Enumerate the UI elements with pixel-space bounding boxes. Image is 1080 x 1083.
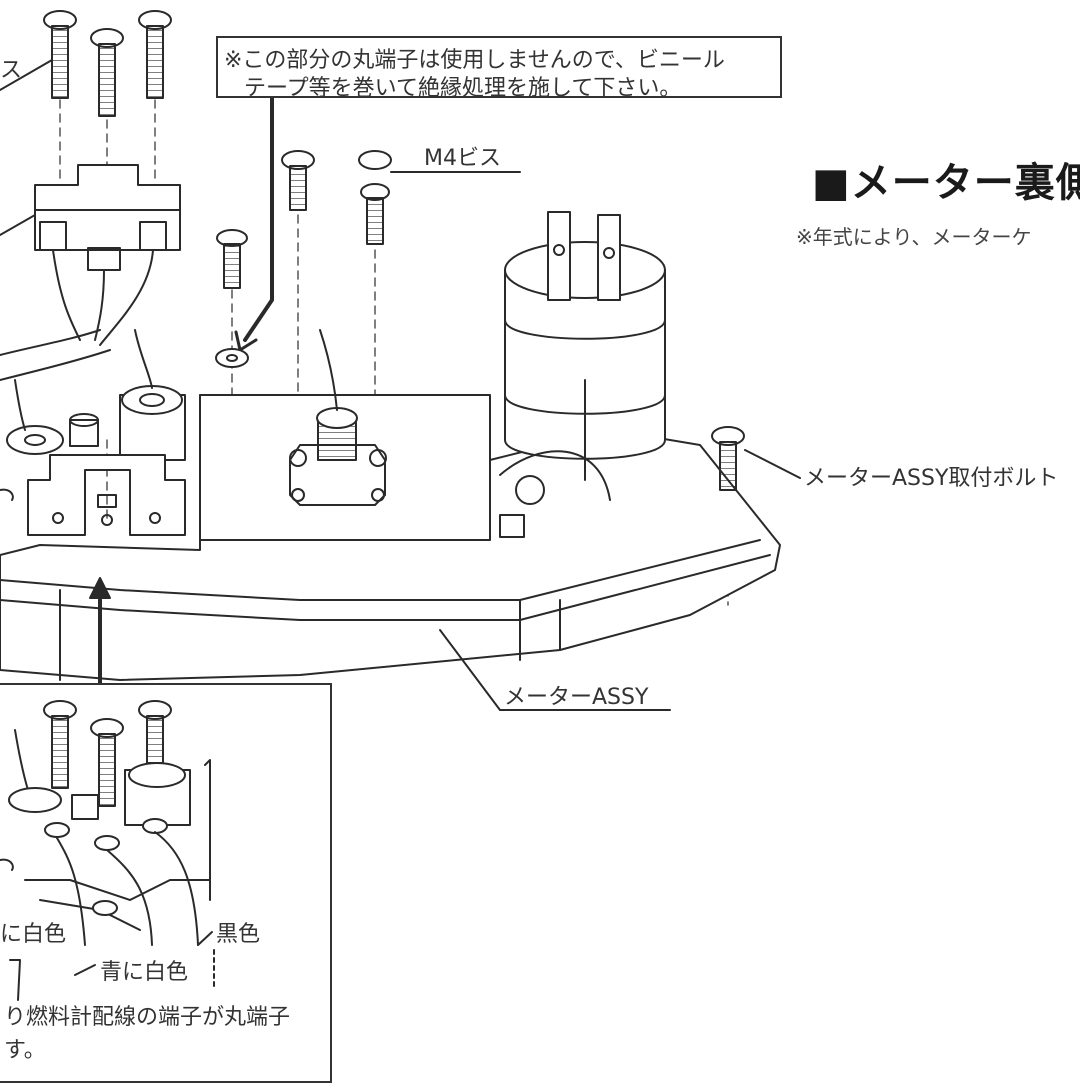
bracket-bolt (711, 426, 745, 491)
screw-label-fragment: ス (0, 58, 23, 83)
cylinder-unit (504, 211, 666, 481)
screw-top-1 (43, 10, 77, 99)
insulation-note-line-1: ※この部分の丸端子は使用しませんので、ビニール (224, 48, 725, 73)
connector-block (0, 164, 181, 271)
m4-screw-2 (358, 150, 392, 245)
m4-screw-1 (281, 150, 315, 211)
meter-assy-label: メーターASSY (504, 685, 649, 710)
bracket-bolt-label: メーターASSY取付ボルト (804, 466, 1059, 491)
m4-screw-label: M4ビス (424, 146, 501, 171)
insulation-note-line-2: テープ等を巻いて絶縁処理を施して下さい。 (244, 76, 682, 101)
screw-top-3 (138, 10, 172, 99)
wire-label-black: 黒色 (216, 922, 261, 948)
inset-note-line-2: す。 (4, 1038, 46, 1064)
screw-top-2 (90, 28, 124, 117)
gauge-boss (289, 329, 387, 506)
small-screw (216, 229, 248, 289)
section-subtitle: ※年式により、メーターケ (796, 225, 1032, 249)
inset-drawing (0, 700, 215, 1001)
inset-note-line-1: り燃料計配線の端子が丸端子 (4, 1005, 291, 1031)
wire-label-white: に白色 (0, 922, 67, 948)
section-heading: ■メーター裏側 (812, 160, 1080, 206)
wire-label-blue-white: 青に白色 (100, 960, 189, 986)
insulation-note-box: ※この部分の丸端子は使用しませんので、ビニール テープ等を巻いて絶縁処理を施して… (216, 36, 782, 101)
